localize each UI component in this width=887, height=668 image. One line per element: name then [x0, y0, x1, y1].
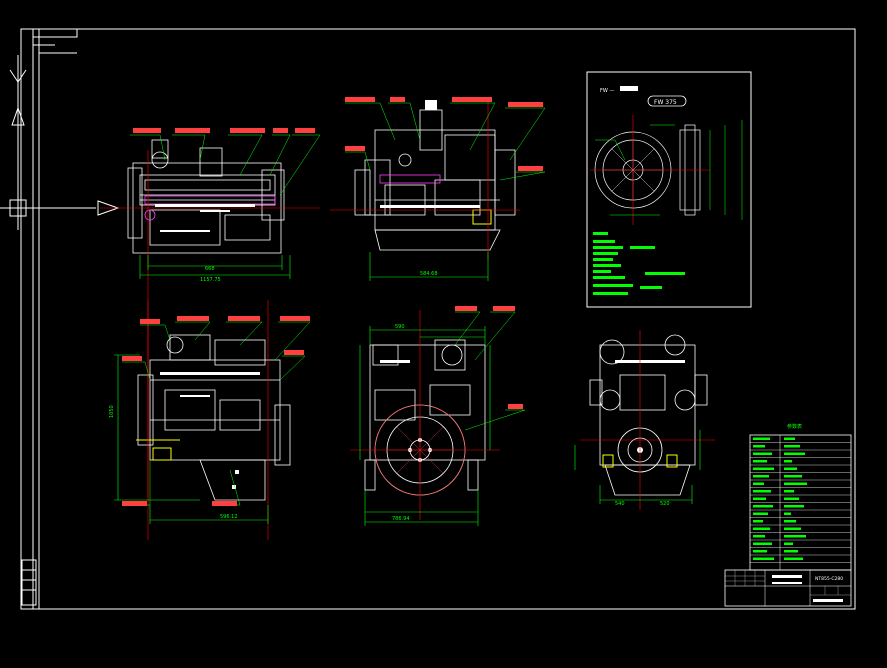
- table-cell-key: [753, 512, 768, 515]
- drawing-number: NT855-C280: [815, 576, 843, 582]
- dim-side-1: 584.68: [420, 271, 438, 277]
- table-cell-key: [753, 460, 767, 463]
- parameter-table: 参数表: [749, 423, 852, 571]
- side-strip: [21, 559, 37, 606]
- table-cell-value: [784, 542, 793, 545]
- view-top-left: 668 1157.75: [100, 128, 321, 540]
- title-block: NT855-C280: [724, 569, 852, 607]
- table-cell-value: [784, 482, 807, 485]
- table-cell-value: [784, 497, 799, 500]
- table-cell-value: [784, 527, 801, 530]
- table-cell-key: [753, 490, 771, 493]
- table-cell-value: [784, 550, 798, 553]
- table-cell-value: [784, 520, 796, 523]
- dim-top-2: 1157.75: [200, 277, 221, 283]
- table-cell-value: [784, 475, 802, 478]
- table-cell-value: [784, 445, 800, 448]
- dim-front-2: 596.12: [220, 514, 238, 520]
- view-top-center: 584.68: [330, 97, 546, 281]
- table-cell-key: [753, 542, 772, 545]
- dim-front-1: 1050: [109, 405, 115, 418]
- view-bottom-right: 540 520: [574, 330, 715, 510]
- inset-flywheel: FW — FW 375: [586, 71, 752, 308]
- table-cell-value: [784, 460, 792, 463]
- view-bottom-center: 590 786.94: [350, 306, 526, 526]
- table-cell-key: [753, 557, 774, 560]
- inset-badge: FW 375: [654, 99, 677, 106]
- table-cell-key: [753, 475, 769, 478]
- table-cell-key: [753, 467, 774, 470]
- table-cell-value: [784, 437, 795, 440]
- drawing-frame: [20, 28, 856, 610]
- table-cell-key: [753, 520, 763, 523]
- table-cell-value: [784, 505, 804, 508]
- view-bottom-left: 1050 596.12: [109, 300, 311, 540]
- table-cell-key: [753, 535, 765, 538]
- table-cell-key: [753, 482, 764, 485]
- table-cell-key: [753, 437, 770, 440]
- dim-rear-1: 590: [395, 324, 405, 330]
- table-cell-value: [784, 512, 791, 515]
- table-cell-key: [753, 445, 765, 448]
- table-cell-key: [753, 505, 773, 508]
- table-cell-value: [784, 452, 805, 455]
- dim-far-1: 540: [615, 501, 625, 507]
- table-cell-key: [753, 452, 772, 455]
- table-cell-value: [784, 557, 803, 560]
- table-cell-value: [784, 535, 806, 538]
- table-cell-value: [784, 467, 797, 470]
- dim-far-2: 520: [660, 501, 670, 507]
- dim-rear-2: 786.94: [392, 516, 410, 522]
- table-heading: 参数表: [787, 423, 802, 430]
- orientation-marker: [0, 55, 120, 230]
- table-cell-key: [753, 527, 770, 530]
- table-cell-key: [753, 550, 767, 553]
- table-cell-value: [784, 490, 794, 493]
- table-cell-key: [753, 497, 766, 500]
- inset-title: FW —: [600, 88, 614, 94]
- dim-top-1: 668: [205, 266, 215, 272]
